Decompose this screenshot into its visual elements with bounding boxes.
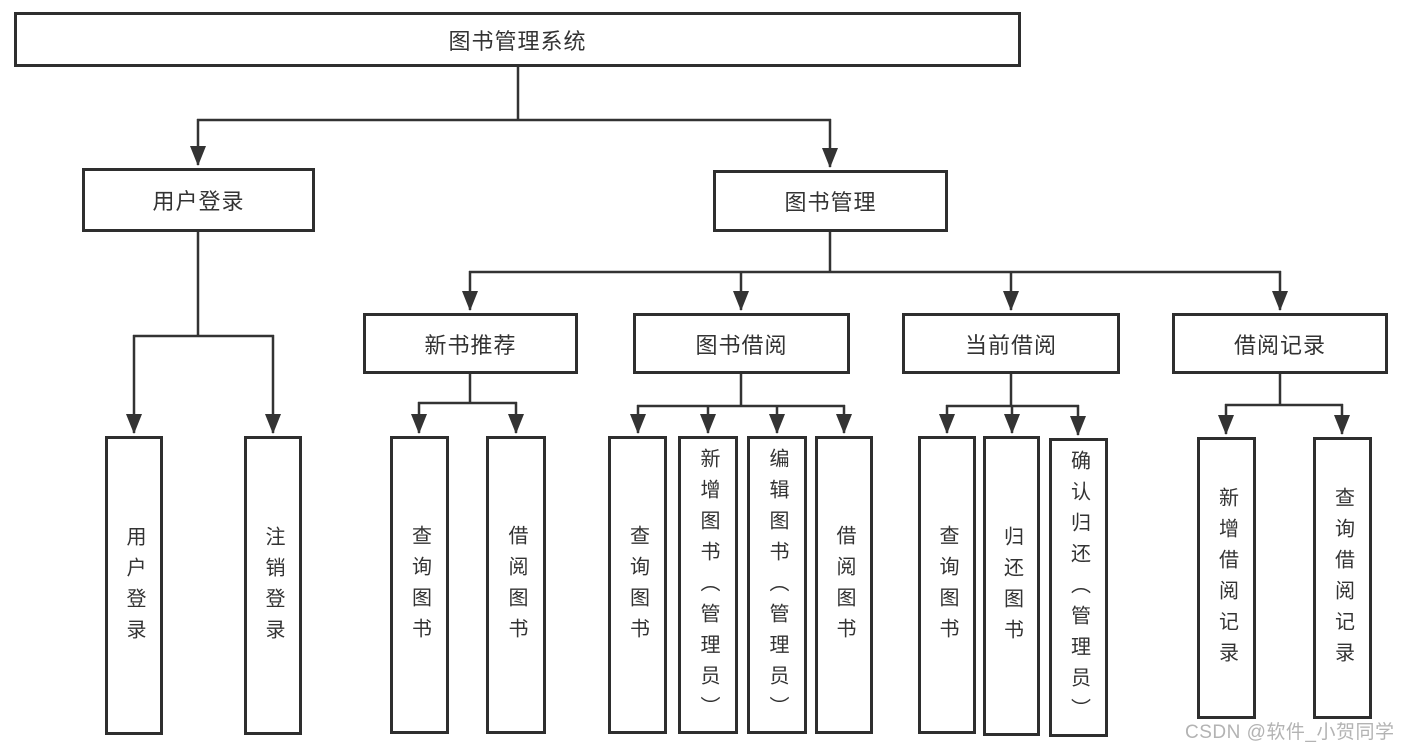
leaf-user-login: 用户登录 xyxy=(105,436,163,735)
leaf-borrow-books-recommend: 借阅图书 xyxy=(486,436,546,734)
leaf-logout: 注销登录 xyxy=(244,436,302,735)
leaf-add-borrow-record: 新增借阅记录 xyxy=(1197,437,1256,719)
leaf-query-books-recommend: 查询图书 xyxy=(390,436,449,734)
leaf-confirm-return-admin: 确认归还（管理员） xyxy=(1049,438,1108,737)
leaf-query-books-current: 查询图书 xyxy=(918,436,976,734)
csdn-watermark: CSDN @软件_小贺同学 xyxy=(1185,722,1395,743)
node-borrow-record: 借阅记录 xyxy=(1172,313,1388,374)
leaf-query-borrow-record: 查询借阅记录 xyxy=(1313,437,1372,719)
node-new-book-recommend: 新书推荐 xyxy=(363,313,578,374)
leaf-query-books-borrow: 查询图书 xyxy=(608,436,667,734)
leaf-add-books-admin: 新增图书（管理员） xyxy=(678,436,738,734)
leaf-edit-books-admin: 编辑图书（管理员） xyxy=(747,436,807,734)
leaf-borrow-books: 借阅图书 xyxy=(815,436,873,734)
node-book-management: 图书管理 xyxy=(713,170,948,232)
node-current-borrow: 当前借阅 xyxy=(902,313,1120,374)
node-user-login: 用户登录 xyxy=(82,168,315,232)
node-book-borrow: 图书借阅 xyxy=(633,313,850,374)
leaf-return-books: 归还图书 xyxy=(983,436,1040,736)
node-library-management-system: 图书管理系统 xyxy=(14,12,1021,67)
